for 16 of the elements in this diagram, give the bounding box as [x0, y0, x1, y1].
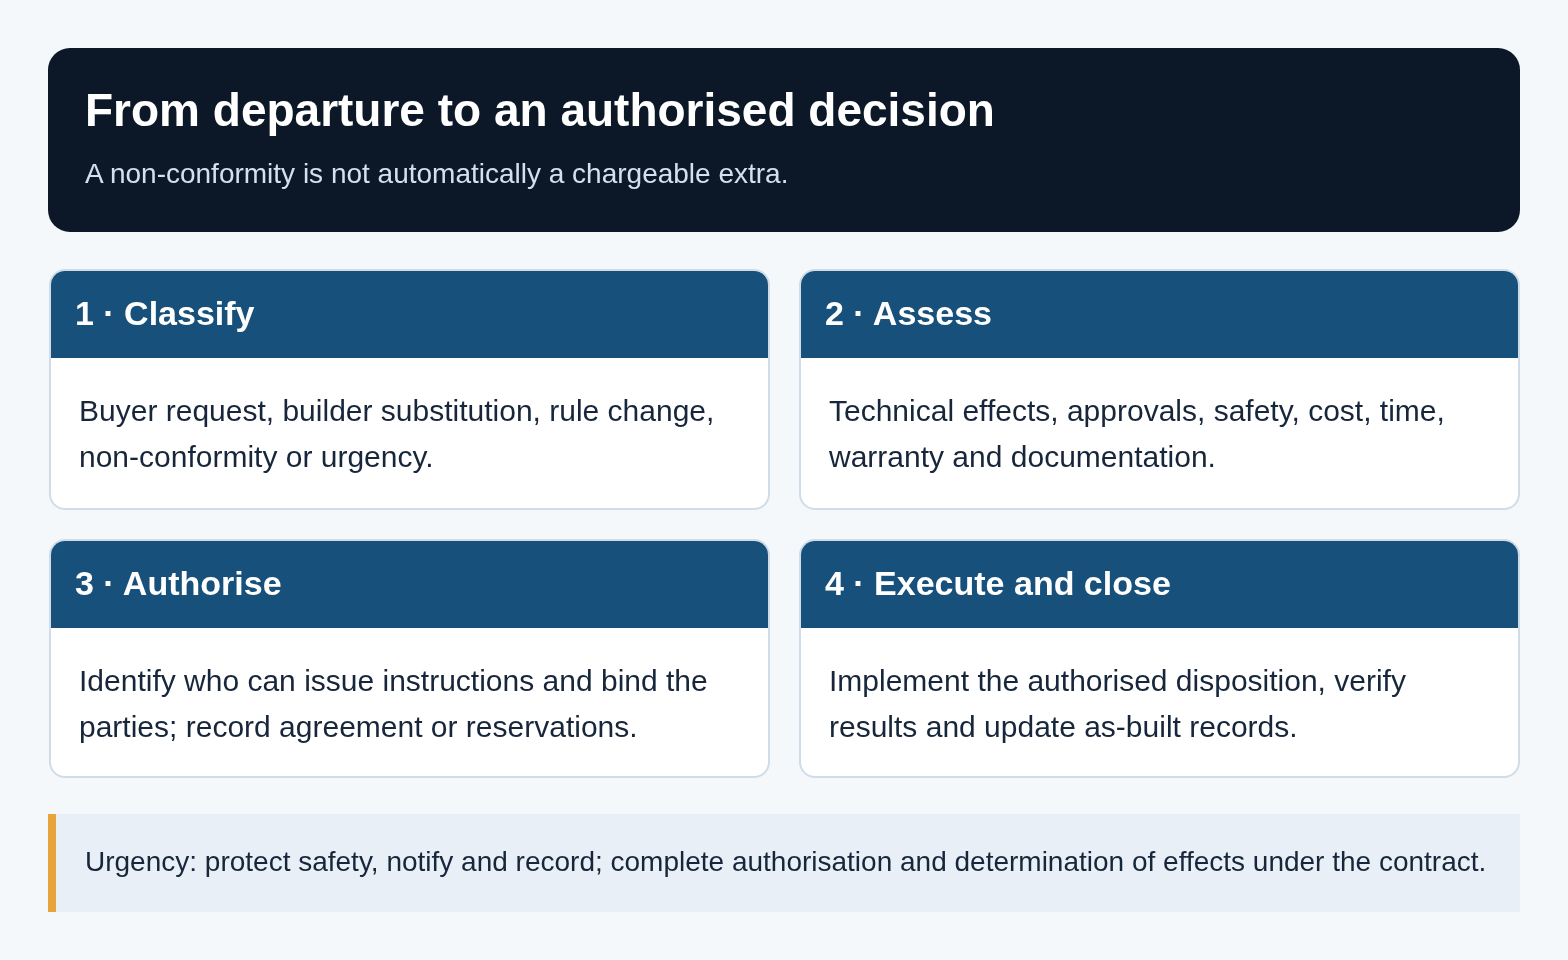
subtitle: A non-conformity is not automatically a chargeable extra.: [85, 157, 789, 191]
step-card: [799, 269, 1520, 510]
step-description: Implement the authorised disposition, verify results and update as-built records.: [829, 663, 1407, 745]
step-description: Technical effects, approvals, safety, cost, time, warranty and documentation.: [829, 393, 1446, 475]
step-description: Identify who can issue instructions and bind the parties; record agreement or reservations.: [79, 663, 709, 745]
step-heading: 4 · Execute and close: [825, 563, 1171, 603]
diagram-title: From departure to an authorised decision: [85, 83, 995, 137]
step-heading: 2 · Assess: [825, 293, 992, 333]
note-text: Urgency: protect safety, notify and record; complete authorisation and determination of effects under the contract.: [85, 845, 1487, 879]
step-description: Buyer request, builder substitution, rule change, non-conformity or urgency.: [79, 393, 716, 475]
step-heading: 3 · Authorise: [75, 563, 282, 603]
step-card: [49, 539, 770, 778]
step-heading: 1 · Classify: [75, 293, 255, 333]
step-card: [799, 539, 1520, 778]
step-card: [49, 269, 770, 510]
note-panel: [48, 814, 1520, 912]
